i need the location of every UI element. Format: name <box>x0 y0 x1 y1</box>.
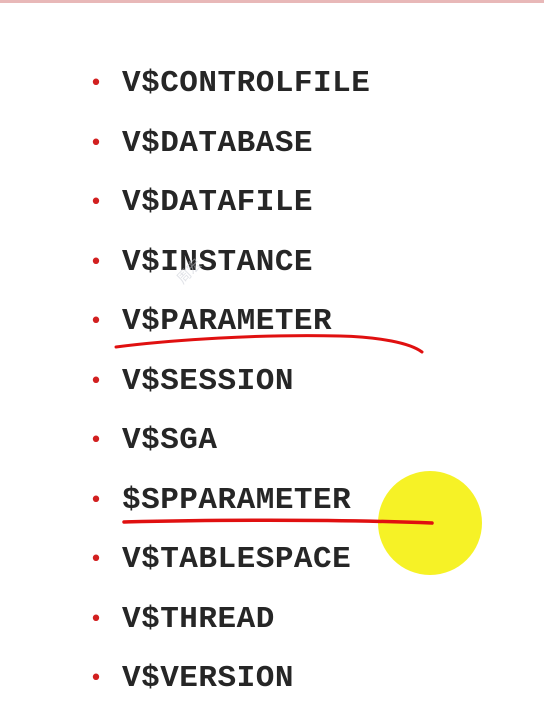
bullet-icon: • <box>89 488 103 513</box>
item-label: V$DATAFILE <box>122 185 314 220</box>
bullet-icon: • <box>89 428 103 453</box>
bullet-icon: • <box>89 131 103 156</box>
top-border <box>0 0 544 3</box>
item-label: V$CONTROLFILE <box>122 66 371 101</box>
item-label: $SPPARAMETER <box>122 483 352 518</box>
item-label: V$SESSION <box>122 364 294 399</box>
bullet-icon: • <box>89 666 103 691</box>
bullet-icon: • <box>89 369 103 394</box>
item-label: V$SGA <box>122 423 218 458</box>
item-label: V$DATABASE <box>122 126 314 161</box>
bullet-icon: • <box>89 250 103 275</box>
item-label: V$THREAD <box>122 602 275 637</box>
bullet-icon: • <box>89 190 103 215</box>
item-label: V$PARAMETER <box>122 304 333 339</box>
bullet-icon: • <box>89 71 103 96</box>
bullet-icon: • <box>89 607 103 632</box>
bullet-icon: • <box>89 309 103 334</box>
bullet-icon: • <box>89 547 103 572</box>
item-label: V$TABLESPACE <box>122 542 352 577</box>
item-label: V$INSTANCE <box>122 245 314 280</box>
item-label: V$VERSION <box>122 661 294 696</box>
